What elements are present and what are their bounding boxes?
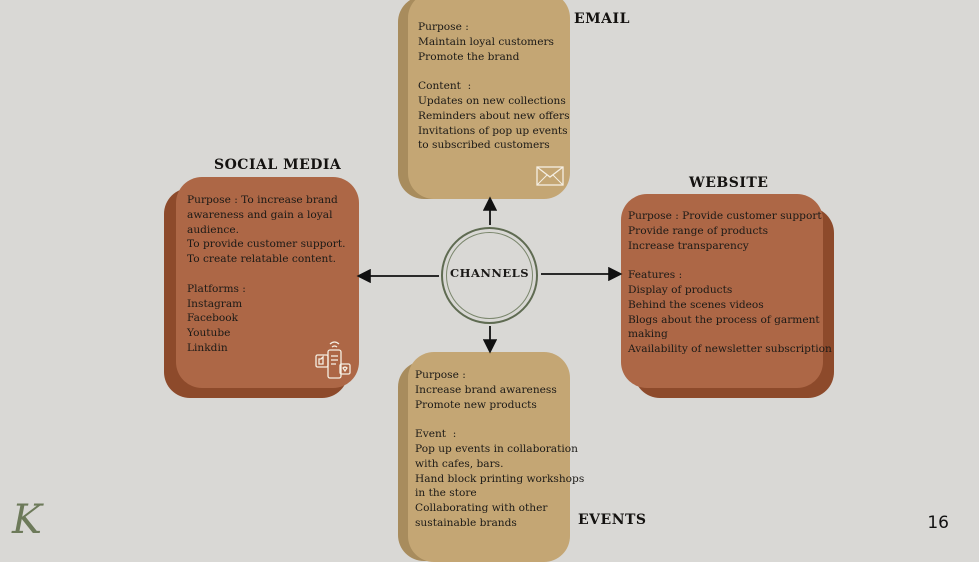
social-devices-icon xyxy=(315,341,351,379)
email-card xyxy=(408,0,570,199)
channels-label: CHANNELS xyxy=(449,266,530,280)
events-card xyxy=(408,352,570,562)
website-heading: WEBSITE xyxy=(689,175,769,191)
email-heading: EMAIL xyxy=(574,11,630,27)
email-card-text: Purpose : Maintain loyal customers Promo… xyxy=(418,21,570,152)
channels-ring-inner xyxy=(446,232,533,319)
envelope-icon xyxy=(536,166,564,186)
page-number: 16 xyxy=(927,513,949,533)
channels-ring xyxy=(441,227,538,324)
events-heading: EVENTS xyxy=(578,512,647,528)
social-media-card-text: Purpose : To increase brand awareness an… xyxy=(187,194,346,354)
brand-logo: K xyxy=(12,497,42,543)
events-card-text: Purpose : Increase brand awareness Promo… xyxy=(415,369,585,529)
website-card-text: Purpose : Provide customer support Provi… xyxy=(628,210,832,356)
social-media-heading: SOCIAL MEDIA xyxy=(214,157,342,173)
website-card xyxy=(621,194,823,388)
